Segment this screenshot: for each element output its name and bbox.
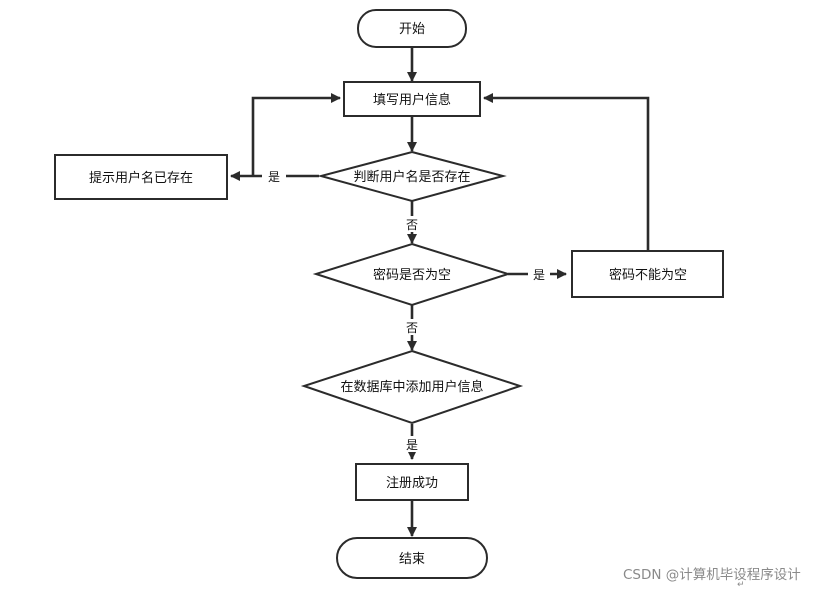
edge-label-password-yes: 是 (533, 268, 545, 282)
add-to-db-label: 在数据库中添加用户信息 (340, 379, 483, 395)
password-empty-label: 密码不能为空 (609, 267, 687, 283)
username-exists-node (54, 154, 228, 200)
add-to-db-decision (300, 349, 524, 425)
register-success-label: 注册成功 (386, 476, 438, 491)
check-password-decision (312, 242, 512, 307)
edge-exists-to-fill (251, 93, 341, 176)
register-success-node (355, 463, 469, 501)
edge-empty-to-fill (483, 93, 650, 250)
start-node (357, 9, 467, 48)
check-password-label: 密码是否为空 (373, 267, 451, 283)
csdn-watermark: CSDN @计算机毕设程序设计 (623, 567, 801, 583)
password-empty-node (571, 250, 724, 298)
paragraph-mark-icon: ↵ (737, 580, 745, 590)
edge-label-username-yes: 是 (268, 170, 280, 184)
edge-label-password-no: 否 (406, 321, 418, 335)
end-label: 结束 (399, 552, 425, 567)
edge-label-db-yes: 是 (406, 438, 418, 452)
check-username-label: 判断用户名是否存在 (353, 169, 470, 185)
fill-info-label: 填写用户信息 (373, 92, 451, 108)
start-label: 开始 (399, 22, 425, 37)
username-exists-label: 提示用户名已存在 (89, 170, 193, 186)
check-username-decision (317, 150, 507, 203)
end-node (336, 537, 488, 579)
edge-label-username-no: 否 (406, 218, 418, 232)
fill-info-node (343, 81, 481, 117)
